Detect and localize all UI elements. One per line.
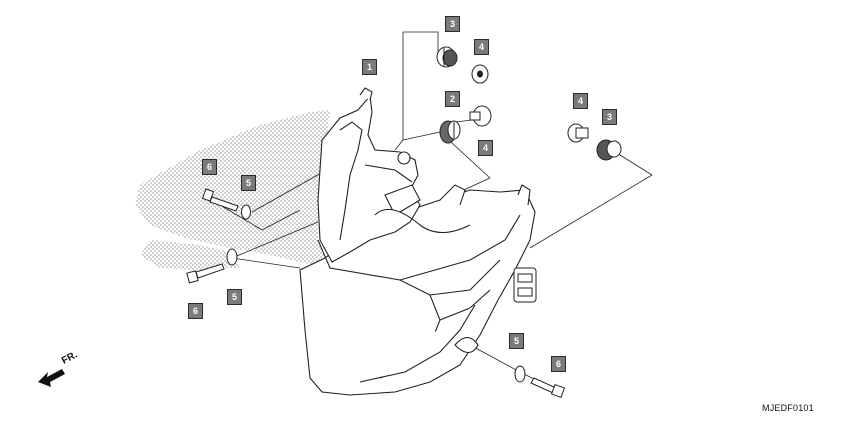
diagram-code: MJEDF0101	[762, 403, 814, 413]
washer-5-lower-left	[226, 248, 238, 266]
callout-5-bottom: 5	[509, 333, 524, 349]
connector	[513, 267, 537, 303]
callout-3-top: 3	[445, 16, 460, 32]
callout-2: 2	[445, 91, 460, 107]
callout-4-top: 4	[474, 39, 489, 55]
callout-5-upper-left: 5	[241, 175, 256, 191]
callout-6-bottom: 6	[551, 356, 566, 372]
callout-3-right: 3	[602, 109, 617, 125]
callout-6-upper-left: 6	[202, 159, 217, 175]
front-arrow-icon	[38, 369, 65, 387]
callout-6-lower-left: 6	[188, 303, 203, 319]
callout-1: 1	[362, 59, 377, 75]
washer-5-upper-left	[241, 204, 251, 220]
bodywork-shading	[135, 110, 330, 270]
washer-5-bottom	[514, 365, 526, 383]
bolt-6-bottom	[530, 377, 566, 399]
callout-4-middle: 4	[478, 140, 493, 156]
grommet-3-right	[596, 139, 622, 161]
callout-5-lower-left: 5	[227, 289, 242, 305]
washer-4-top	[471, 64, 489, 84]
washer-4-middle	[469, 105, 492, 127]
grommet-3-top	[436, 46, 458, 68]
headlight-bracket	[317, 87, 531, 263]
bolt-6-lower-left	[186, 263, 225, 284]
grommet-2	[439, 120, 461, 144]
callout-4-right: 4	[573, 93, 588, 109]
bolt-6-upper-left	[201, 188, 239, 212]
washer-4-right	[567, 123, 589, 143]
